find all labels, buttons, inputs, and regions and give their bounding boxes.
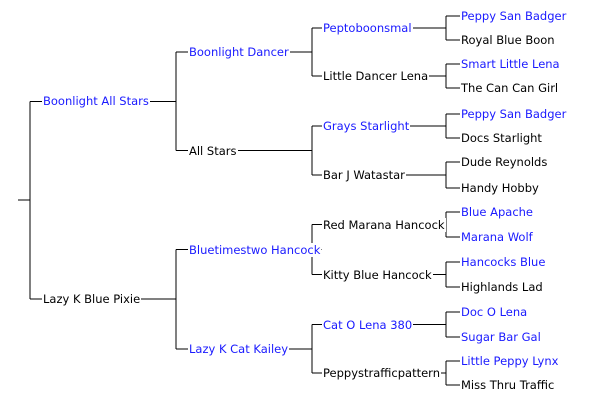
horse-lazy-k-blue-pixie: Lazy K Blue Pixie (42, 292, 142, 307)
horse-highlands-lad: Highlands Lad (460, 280, 544, 294)
horse-peptoboonsmal[interactable]: Peptoboonsmal (322, 21, 413, 35)
horse-blue-apache[interactable]: Blue Apache (460, 205, 535, 219)
horse-sugar-bar-gal[interactable]: Sugar Bar Gal (460, 330, 542, 344)
horse-dude-reynolds: Dude Reynolds (460, 155, 549, 169)
horse-little-peppy-lynx[interactable]: Little Peppy Lynx (460, 354, 560, 368)
horse-little-dancer-lena: Little Dancer Lena (322, 69, 430, 83)
horse-smart-little-lena[interactable]: Smart Little Lena (460, 57, 561, 71)
horse-hancocks-blue[interactable]: Hancocks Blue (460, 255, 547, 269)
horse-kitty-blue-hancock: Kitty Blue Hancock (322, 267, 433, 282)
horse-bluetimestwo-hancock[interactable]: Bluetimestwo Hancock (188, 242, 322, 257)
horse-peppystrafficpattern: Peppystrafficpattern (322, 366, 441, 380)
horse-cat-o-lena-380[interactable]: Cat O Lena 380 (322, 317, 414, 332)
horse-bar-j-watastar: Bar J Watastar (322, 168, 406, 182)
horse-marana-wolf[interactable]: Marana Wolf (460, 230, 534, 244)
horse-peppy-san-badger[interactable]: Peppy San Badger (460, 107, 568, 121)
horse-boonlight-dancer[interactable]: Boonlight Dancer (188, 45, 290, 59)
horse-all-stars: All Stars (188, 143, 238, 158)
horse-doc-o-lena[interactable]: Doc O Lena (460, 305, 529, 319)
horse-handy-hobby: Handy Hobby (460, 181, 540, 195)
horse-royal-blue-boon: Royal Blue Boon (460, 33, 556, 47)
horse-boonlight-all-stars[interactable]: Boonlight All Stars (42, 94, 150, 109)
horse-grays-starlight[interactable]: Grays Starlight (322, 119, 411, 133)
horse-docs-starlight: Docs Starlight (460, 131, 543, 145)
horse-peppy-san-badger[interactable]: Peppy San Badger (460, 9, 568, 23)
horse-lazy-k-cat-kailey[interactable]: Lazy K Cat Kailey (188, 341, 290, 356)
horse-miss-thru-traffic: Miss Thru Traffic (460, 378, 556, 392)
horse-red-marana-hancock: Red Marana Hancock (322, 217, 446, 232)
horse-the-can-can-girl: The Can Can Girl (460, 81, 560, 95)
